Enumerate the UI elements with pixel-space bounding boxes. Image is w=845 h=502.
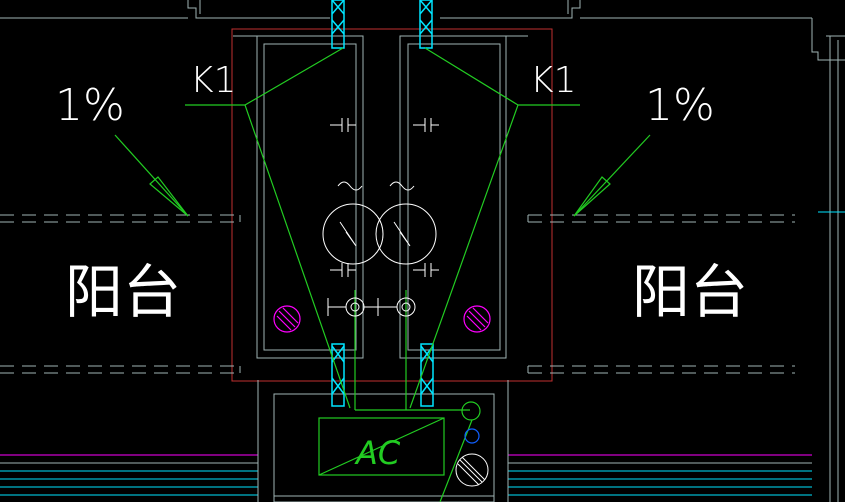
sensor-icon bbox=[464, 428, 480, 444]
top-wall bbox=[187, 0, 581, 19]
bottom-walls bbox=[0, 380, 812, 502]
k1-label-left: K1 bbox=[190, 60, 237, 101]
shaft-frame bbox=[233, 35, 528, 359]
fixture-symbols bbox=[322, 118, 489, 487]
balcony-label-right: 阳台 bbox=[632, 258, 748, 326]
ac-unit-label: AC bbox=[354, 434, 401, 472]
slope-label-right: 1% bbox=[645, 80, 715, 131]
red-boundary bbox=[231, 28, 553, 382]
floor-drain-icons bbox=[273, 305, 491, 333]
cyan-pipes bbox=[331, 0, 434, 407]
k1-label-right: K1 bbox=[530, 60, 577, 101]
slope-label-left: 1% bbox=[55, 80, 125, 131]
balcony-label-left: 阳台 bbox=[65, 258, 181, 326]
left-balcony-lines bbox=[0, 17, 241, 374]
green-leaders bbox=[114, 47, 651, 502]
right-balcony-lines bbox=[527, 17, 845, 502]
